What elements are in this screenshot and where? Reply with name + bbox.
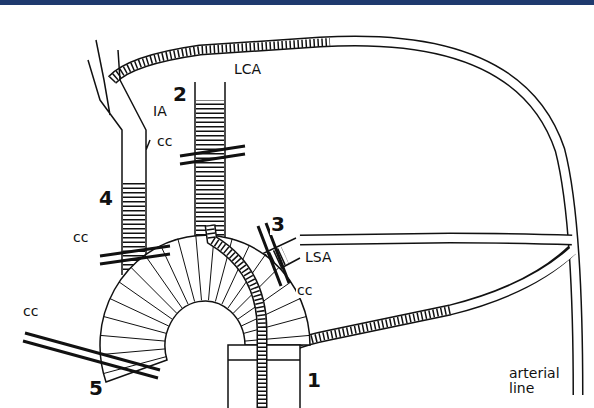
clamp-label: cc	[296, 283, 313, 298]
vessel-label: LSA	[304, 250, 333, 265]
callout-number: 3	[270, 214, 286, 235]
arch-stripe	[100, 349, 165, 355]
top-band	[0, 0, 594, 5]
clamp-label: cc	[72, 230, 89, 245]
vessel-label: IA	[152, 104, 168, 119]
arch-stripe	[241, 299, 300, 327]
callout-number: 4	[98, 188, 114, 209]
callout-number: 5	[88, 378, 104, 399]
arch-stripe	[244, 317, 307, 334]
clamp-label: cc	[156, 134, 173, 149]
callout-number: 2	[172, 84, 188, 105]
arch-stripe	[110, 299, 169, 327]
clamp-label: cc	[22, 304, 39, 319]
callout-number: 1	[306, 370, 322, 391]
arch-stripe	[178, 239, 195, 302]
arch-stripe	[196, 235, 202, 300]
arch-stripe	[145, 255, 182, 308]
arch-stripe	[245, 335, 310, 341]
arch-stripe	[104, 317, 167, 334]
arch-stripe	[100, 335, 165, 341]
line-label: arterial line	[508, 366, 572, 395]
vessel-label: LCA	[233, 62, 262, 77]
